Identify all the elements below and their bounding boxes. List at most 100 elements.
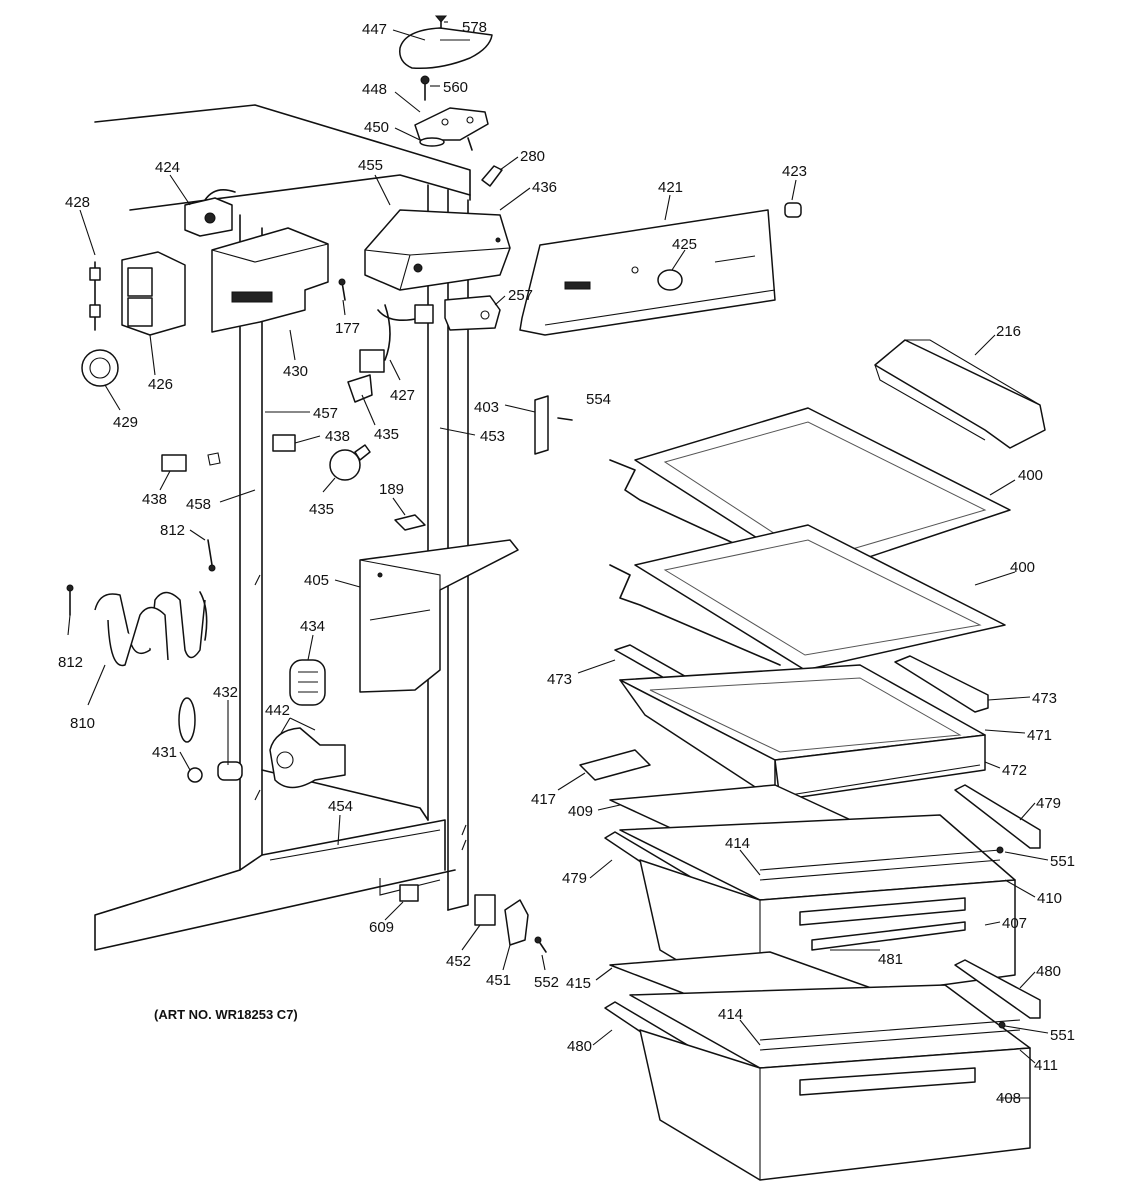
label-812b: 812 <box>58 654 83 671</box>
grille-434 <box>289 659 326 706</box>
slide-473b <box>894 655 989 713</box>
label-454: 454 <box>328 798 353 815</box>
shelf-400b <box>609 524 1006 671</box>
label-177: 177 <box>335 320 360 337</box>
slide-480a <box>954 959 1041 1019</box>
screw-560 <box>420 75 430 101</box>
label-430: 430 <box>283 363 308 380</box>
label-434: 434 <box>300 618 325 635</box>
label-448: 448 <box>362 81 387 98</box>
label-414b: 414 <box>718 1006 743 1023</box>
label-810: 810 <box>70 715 95 732</box>
bulb-435b <box>329 444 371 481</box>
label-400b: 400 <box>1010 559 1035 576</box>
screw-578 <box>434 15 448 29</box>
label-408: 408 <box>996 1090 1021 1107</box>
label-280: 280 <box>520 148 545 165</box>
label-407: 407 <box>1002 915 1027 932</box>
label-453: 453 <box>480 428 505 445</box>
housing-430 <box>211 227 329 333</box>
label-471: 471 <box>1027 727 1052 744</box>
socket-435a <box>347 374 373 403</box>
label-257: 257 <box>508 287 533 304</box>
label-472: 472 <box>1002 762 1027 779</box>
label-435b: 435 <box>309 501 334 518</box>
label-554: 554 <box>586 391 611 408</box>
screw-177 <box>338 278 346 301</box>
cabinet-liner <box>94 104 471 951</box>
button-423 <box>784 202 802 218</box>
part-189 <box>394 514 426 531</box>
label-479a: 479 <box>1036 795 1061 812</box>
label-400a: 400 <box>1018 467 1043 484</box>
label-417: 417 <box>531 791 556 808</box>
plate-452 <box>474 894 496 926</box>
art-number: (ART NO. WR18253 C7) <box>154 1007 298 1022</box>
label-425: 425 <box>672 236 697 253</box>
label-451: 451 <box>486 972 511 989</box>
bin-216 <box>874 339 1046 449</box>
label-447: 447 <box>362 21 387 38</box>
label-450: 450 <box>364 119 389 136</box>
label-455: 455 <box>358 157 383 174</box>
part-labels: 447 578 448 560 450 280 424 455 436 421 … <box>58 19 1075 1107</box>
socket-438b <box>161 454 187 472</box>
label-473a: 473 <box>547 671 572 688</box>
label-431: 431 <box>152 744 177 761</box>
label-216: 216 <box>996 323 1021 340</box>
label-414a: 414 <box>725 835 750 852</box>
label-551b: 551 <box>1050 1027 1075 1044</box>
hinge-cover-447 <box>399 27 493 70</box>
label-411: 411 <box>1034 1057 1058 1074</box>
label-423: 423 <box>782 163 807 180</box>
label-480b: 480 <box>567 1038 592 1055</box>
label-458: 458 <box>186 496 211 513</box>
socket-438a <box>272 434 296 452</box>
label-479b: 479 <box>562 870 587 887</box>
label-409: 409 <box>568 803 593 820</box>
label-551a: 551 <box>1050 853 1075 870</box>
label-480a: 480 <box>1036 963 1061 980</box>
shim-450 <box>419 137 445 147</box>
drawer-front-472 <box>619 679 986 801</box>
label-560: 560 <box>443 79 468 96</box>
label-473b: 473 <box>1032 690 1057 707</box>
label-429: 429 <box>113 414 138 431</box>
glass-458 <box>207 452 221 466</box>
screw-552 <box>534 936 547 953</box>
label-442: 442 <box>265 702 290 719</box>
label-410: 410 <box>1037 890 1062 907</box>
thermostat-424 <box>184 189 236 237</box>
cover-426 <box>121 251 186 336</box>
label-481: 481 <box>878 951 903 968</box>
label-552: 552 <box>534 974 559 991</box>
label-435a: 435 <box>374 426 399 443</box>
knob-429 <box>81 349 119 387</box>
slide-417 <box>579 749 651 781</box>
control-panel-421 <box>519 209 776 336</box>
hinge-451 <box>504 899 529 946</box>
label-457: 457 <box>313 405 338 422</box>
label-438a: 438 <box>325 428 350 445</box>
label-812a: 812 <box>160 522 185 539</box>
pan-408 <box>639 1029 1031 1181</box>
rail-403 <box>534 395 549 455</box>
label-403: 403 <box>474 399 499 416</box>
knob-425 <box>657 269 683 291</box>
fan-motor-442 <box>269 727 346 789</box>
heater-810 <box>66 584 208 667</box>
grommet-431 <box>178 697 203 783</box>
label-609: 609 <box>369 919 394 936</box>
label-436: 436 <box>532 179 557 196</box>
bushing-432 <box>217 761 243 781</box>
label-427: 427 <box>390 387 415 404</box>
clip-428 <box>89 261 101 331</box>
air-duct-436 <box>364 209 511 291</box>
label-452: 452 <box>446 953 471 970</box>
bracket-609 <box>399 884 419 902</box>
harness-427 <box>359 304 434 373</box>
label-426: 426 <box>148 376 173 393</box>
label-421: 421 <box>658 179 683 196</box>
slide-479a <box>954 784 1041 849</box>
